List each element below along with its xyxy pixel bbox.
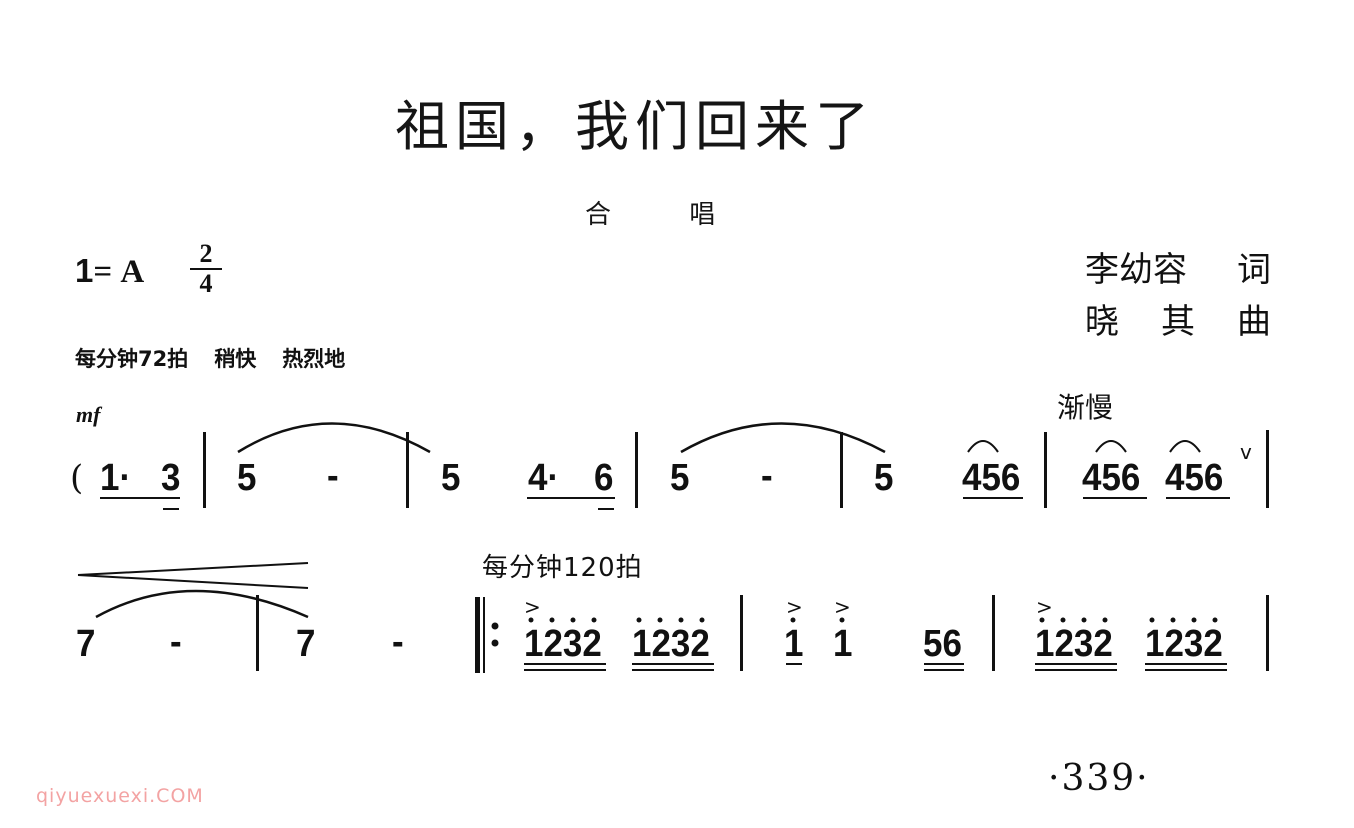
note: 5 [237,457,257,499]
note: 6 [594,457,614,499]
accent-mark: > [786,595,803,619]
key-equals: = [93,254,113,290]
composer-name-char: 其 [1161,302,1195,342]
note-dash: - [327,455,339,497]
note-group: 56 [923,623,962,665]
note: 3 [161,457,181,499]
tempo-bpm: 每分钟72拍 [75,347,189,371]
accent-mark: > [834,595,851,619]
tempo-marking: 每分钟72拍 稍快 热烈地 [75,343,371,373]
composer-role: 曲 [1237,302,1271,342]
lyricist-role: 词 [1237,250,1271,290]
dynamic-mf: mf [76,402,101,427]
tempo-marking-2: 每分钟120拍 [482,553,643,583]
lyricist-credit: 李幼容 词 [1085,244,1271,296]
note-group: 456 [1165,457,1224,499]
subtitle: 合 唱 [585,194,715,231]
subtitle-char: 合 [585,200,612,230]
note-group: 456 [1082,457,1141,499]
opening-parenthesis: ( [70,458,84,498]
note-group: 456 [962,457,1021,499]
note-dash: - [392,621,404,663]
note: 5 [874,457,894,499]
note-group: 1232 [1035,623,1113,665]
note-group: 1232 [1145,623,1223,665]
tempo-speed: 稍快 [214,347,257,371]
credits: 李幼容 词 晓 其 曲 [1085,244,1271,348]
tempo-expression: 热烈地 [282,347,346,371]
lyricist-name: 李幼容 [1085,250,1187,290]
watermark: qiyuexuexi.COM [36,785,204,807]
time-signature: 2 4 [190,240,222,298]
composer-credit: 晓 其 曲 [1085,296,1271,348]
time-denominator: 4 [199,269,213,298]
composer-name-char: 晓 [1085,302,1119,342]
note-group: 1232 [632,623,710,665]
note: 5 [441,457,461,499]
key-note: A [120,254,145,290]
note: 7 [76,623,96,665]
note: 7 [296,623,316,665]
note-dash: - [761,455,773,497]
accent-mark: > [524,595,541,619]
accent-mark: > [1036,595,1053,619]
note: 1 [784,623,804,665]
note-group: 1232 [524,623,602,665]
key-tonic: 1 [75,252,94,289]
key-signature: 1= A [75,252,144,291]
subtitle-char: 唱 [689,200,716,230]
time-numerator: 2 [190,240,222,270]
page-number: ·339· [1048,758,1150,799]
note: 1 [833,623,853,665]
ritardando-marking: 渐慢 [1057,391,1114,424]
page-title: 祖国，我们回来了 [395,95,875,158]
breath-mark: v [1240,440,1252,464]
note: 1· [100,457,132,499]
note: 4· [528,457,560,499]
note: 5 [670,457,690,499]
note-dash: - [170,621,182,663]
